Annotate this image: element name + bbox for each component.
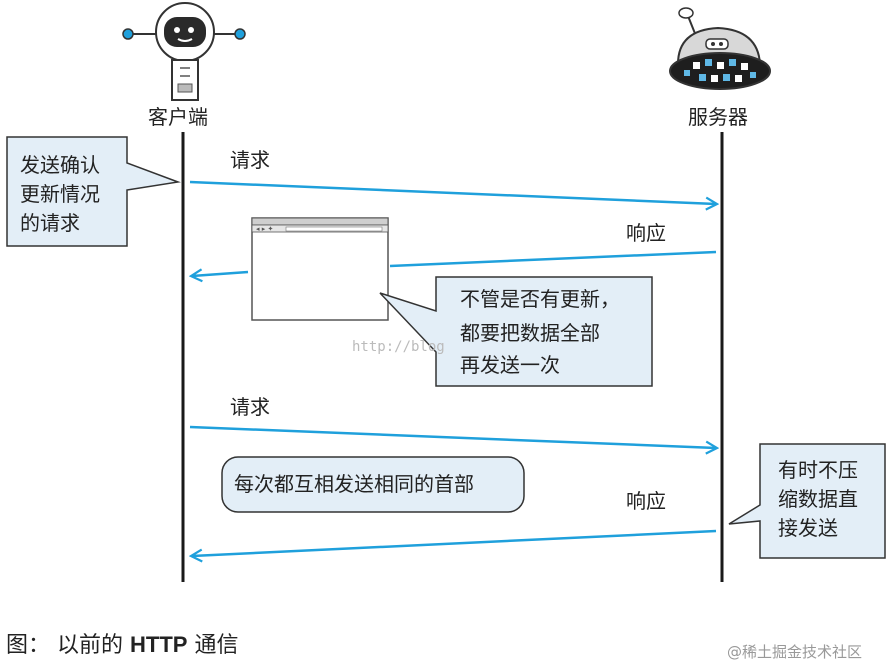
caption-suffix: 通信	[187, 633, 238, 658]
request-arrow	[190, 427, 716, 448]
site-watermark: @稀土掘金技术社区	[727, 643, 862, 661]
request-arrow	[190, 182, 716, 204]
note-line: 接发送	[778, 516, 838, 540]
response-arrow-right	[390, 252, 716, 266]
note-line: 每次都互相发送相同的首部	[234, 472, 474, 496]
note-line: 更新情况	[20, 182, 100, 206]
response-label: 响应	[626, 221, 666, 245]
request-label: 请求	[230, 148, 270, 172]
svg-text:◂ ▸ ✦: ◂ ▸ ✦	[256, 225, 273, 233]
same-header-note: 每次都互相发送相同的首部	[222, 457, 524, 512]
response-label: 响应	[626, 489, 666, 513]
note-line: 缩数据直	[778, 487, 858, 511]
url-watermark: http://blog	[352, 339, 445, 355]
caption-prefix: 图： 以前的	[6, 633, 130, 658]
server-robot-icon	[670, 8, 770, 89]
note-line: 有时不压	[778, 458, 858, 482]
response-arrow-left	[192, 272, 248, 276]
client-label: 客户端	[148, 105, 208, 129]
note-line: 发送确认	[20, 153, 100, 177]
note-line: 的请求	[20, 211, 80, 235]
note-line: 不管是否有更新，	[460, 287, 620, 311]
note-line: 再发送一次	[460, 353, 560, 377]
robot-icon	[123, 3, 245, 100]
browser-window-icon: ◂ ▸ ✦	[252, 218, 388, 320]
uncompressed-note: 有时不压 缩数据直 接发送	[729, 444, 885, 558]
full-resend-note: 不管是否有更新， 都要把数据全部 再发送一次	[380, 277, 652, 386]
server-label: 服务器	[688, 105, 748, 129]
response-arrow	[192, 531, 716, 556]
update-check-note: 发送确认 更新情况 的请求	[7, 137, 178, 246]
figure-caption: 图： 以前的 HTTP 通信	[6, 632, 238, 658]
request-label: 请求	[230, 395, 270, 419]
note-line: 都要把数据全部	[460, 321, 600, 345]
caption-bold: HTTP	[130, 632, 187, 657]
